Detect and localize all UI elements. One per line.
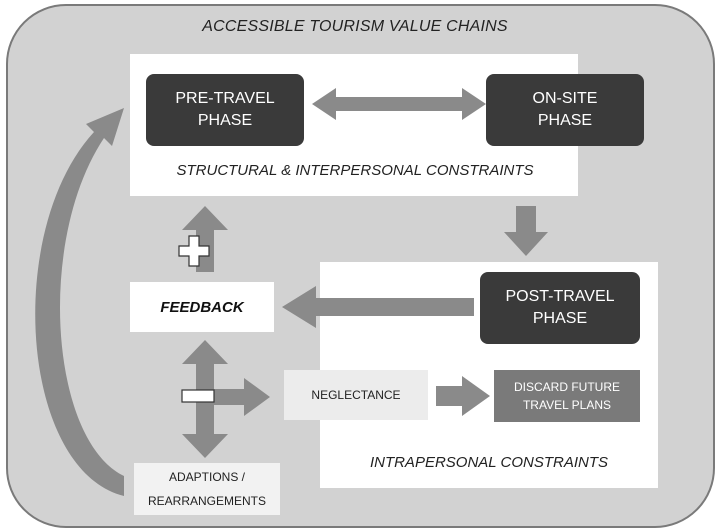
intrapersonal-constraints-label: INTRAPERSONAL CONSTRAINTS [369,454,609,471]
neglectance-box: NEGLECTANCE [284,370,428,420]
feedback-box: FEEDBACK [130,282,274,332]
pre-travel-phase-box: PRE-TRAVEL PHASE [146,74,304,146]
feedback-up-arrow [182,206,228,272]
on-site-phase-box: ON-SITE PHASE [486,74,644,146]
to-neglectance-arrow [214,378,270,416]
minus-icon [181,389,215,403]
return-curve-arrow [35,108,124,496]
down-to-post-travel-arrow [504,206,548,256]
discard-travel-plans-box: DISCARD FUTURE TRAVEL PLANS [494,370,640,422]
neglectance-to-discard-arrow [436,376,490,416]
pre-onsite-double-arrow [312,88,486,120]
post-travel-phase-box: POST-TRAVEL PHASE [480,272,640,344]
adaptions-box: ADAPTIONS / REARRANGEMENTS [134,463,280,515]
post-to-feedback-arrow [282,286,474,328]
plus-icon [178,235,210,267]
diagram-title: ACCESSIBLE TOURISM VALUE CHAINS [202,18,508,35]
structural-constraints-label: STRUCTURAL & INTERPERSONAL CONSTRAINTS [176,162,534,179]
